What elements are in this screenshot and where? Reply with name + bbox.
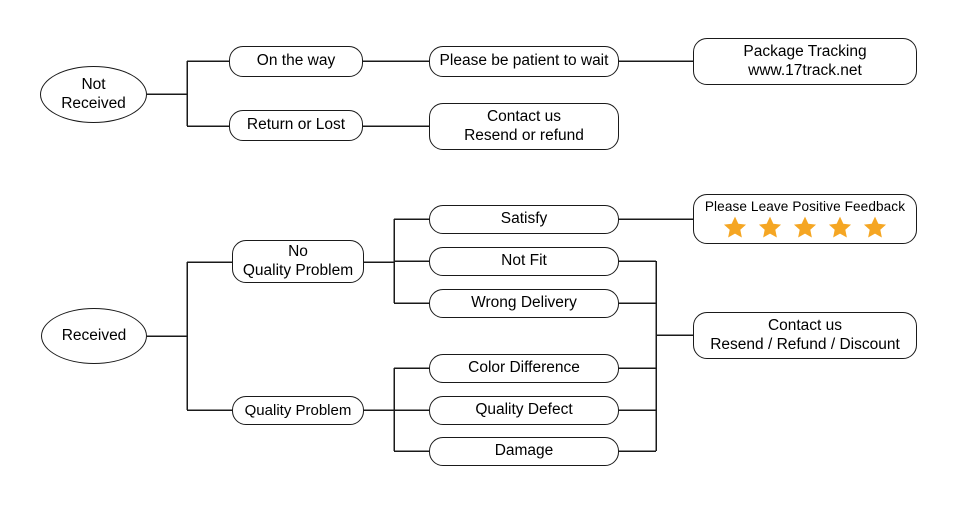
node-no-quality-problem[interactable]: No Quality Problem (232, 240, 364, 283)
node-no-quality-problem-label: No Quality Problem (242, 243, 354, 279)
node-not-fit-label: Not Fit (501, 252, 547, 270)
node-color-difference[interactable]: Color Difference (429, 354, 619, 383)
node-on-the-way[interactable]: On the way (229, 46, 363, 77)
node-damage-label: Damage (494, 442, 554, 460)
node-please-be-patient-to-wait-label: Please be patient to wait (439, 52, 609, 70)
node-satisfy-label: Satisfy (500, 210, 548, 228)
node-contact-us-resend-or-refund[interactable]: Contact us Resend or refund (429, 103, 619, 150)
node-not-received-label: Not Received (61, 76, 126, 112)
node-return-or-lost[interactable]: Return or Lost (229, 110, 363, 141)
node-damage[interactable]: Damage (429, 437, 619, 466)
node-wrong-delivery[interactable]: Wrong Delivery (429, 289, 619, 318)
node-please-be-patient-to-wait[interactable]: Please be patient to wait (429, 46, 619, 77)
node-satisfy[interactable]: Satisfy (429, 205, 619, 234)
node-received-label: Received (61, 326, 127, 344)
node-quality-problem[interactable]: Quality Problem (232, 396, 364, 425)
node-contact-us-resend-refund-discount[interactable]: Contact us Resend / Refund / Discount (693, 312, 917, 359)
star-icon[interactable] (792, 215, 818, 240)
node-wrong-delivery-label: Wrong Delivery (471, 294, 577, 312)
node-quality-problem-label: Quality Problem (244, 401, 352, 419)
node-positive-feedback[interactable]: Please Leave Positive Feedback (693, 194, 917, 244)
node-not-received[interactable]: Not Received (40, 66, 147, 123)
node-quality-defect-label: Quality Defect (475, 401, 573, 419)
node-quality-defect[interactable]: Quality Defect (429, 396, 619, 425)
star-icon[interactable] (722, 215, 748, 240)
star-icon[interactable] (862, 215, 888, 240)
node-package-tracking-label: Package Tracking www.17track.net (743, 43, 867, 79)
node-contact-us-resend-refund-discount-label: Contact us Resend / Refund / Discount (710, 317, 900, 353)
feedback-caption: Please Leave Positive Feedback (704, 198, 906, 214)
star-rating[interactable] (722, 215, 888, 240)
node-package-tracking[interactable]: Package Tracking www.17track.net (693, 38, 917, 85)
node-not-fit[interactable]: Not Fit (429, 247, 619, 276)
node-on-the-way-label: On the way (256, 52, 336, 70)
node-contact-us-resend-or-refund-label: Contact us Resend or refund (464, 108, 584, 144)
star-icon[interactable] (757, 215, 783, 240)
node-received[interactable]: Received (41, 308, 147, 364)
star-icon[interactable] (827, 215, 853, 240)
node-color-difference-label: Color Difference (468, 359, 580, 377)
node-return-or-lost-label: Return or Lost (246, 116, 346, 134)
